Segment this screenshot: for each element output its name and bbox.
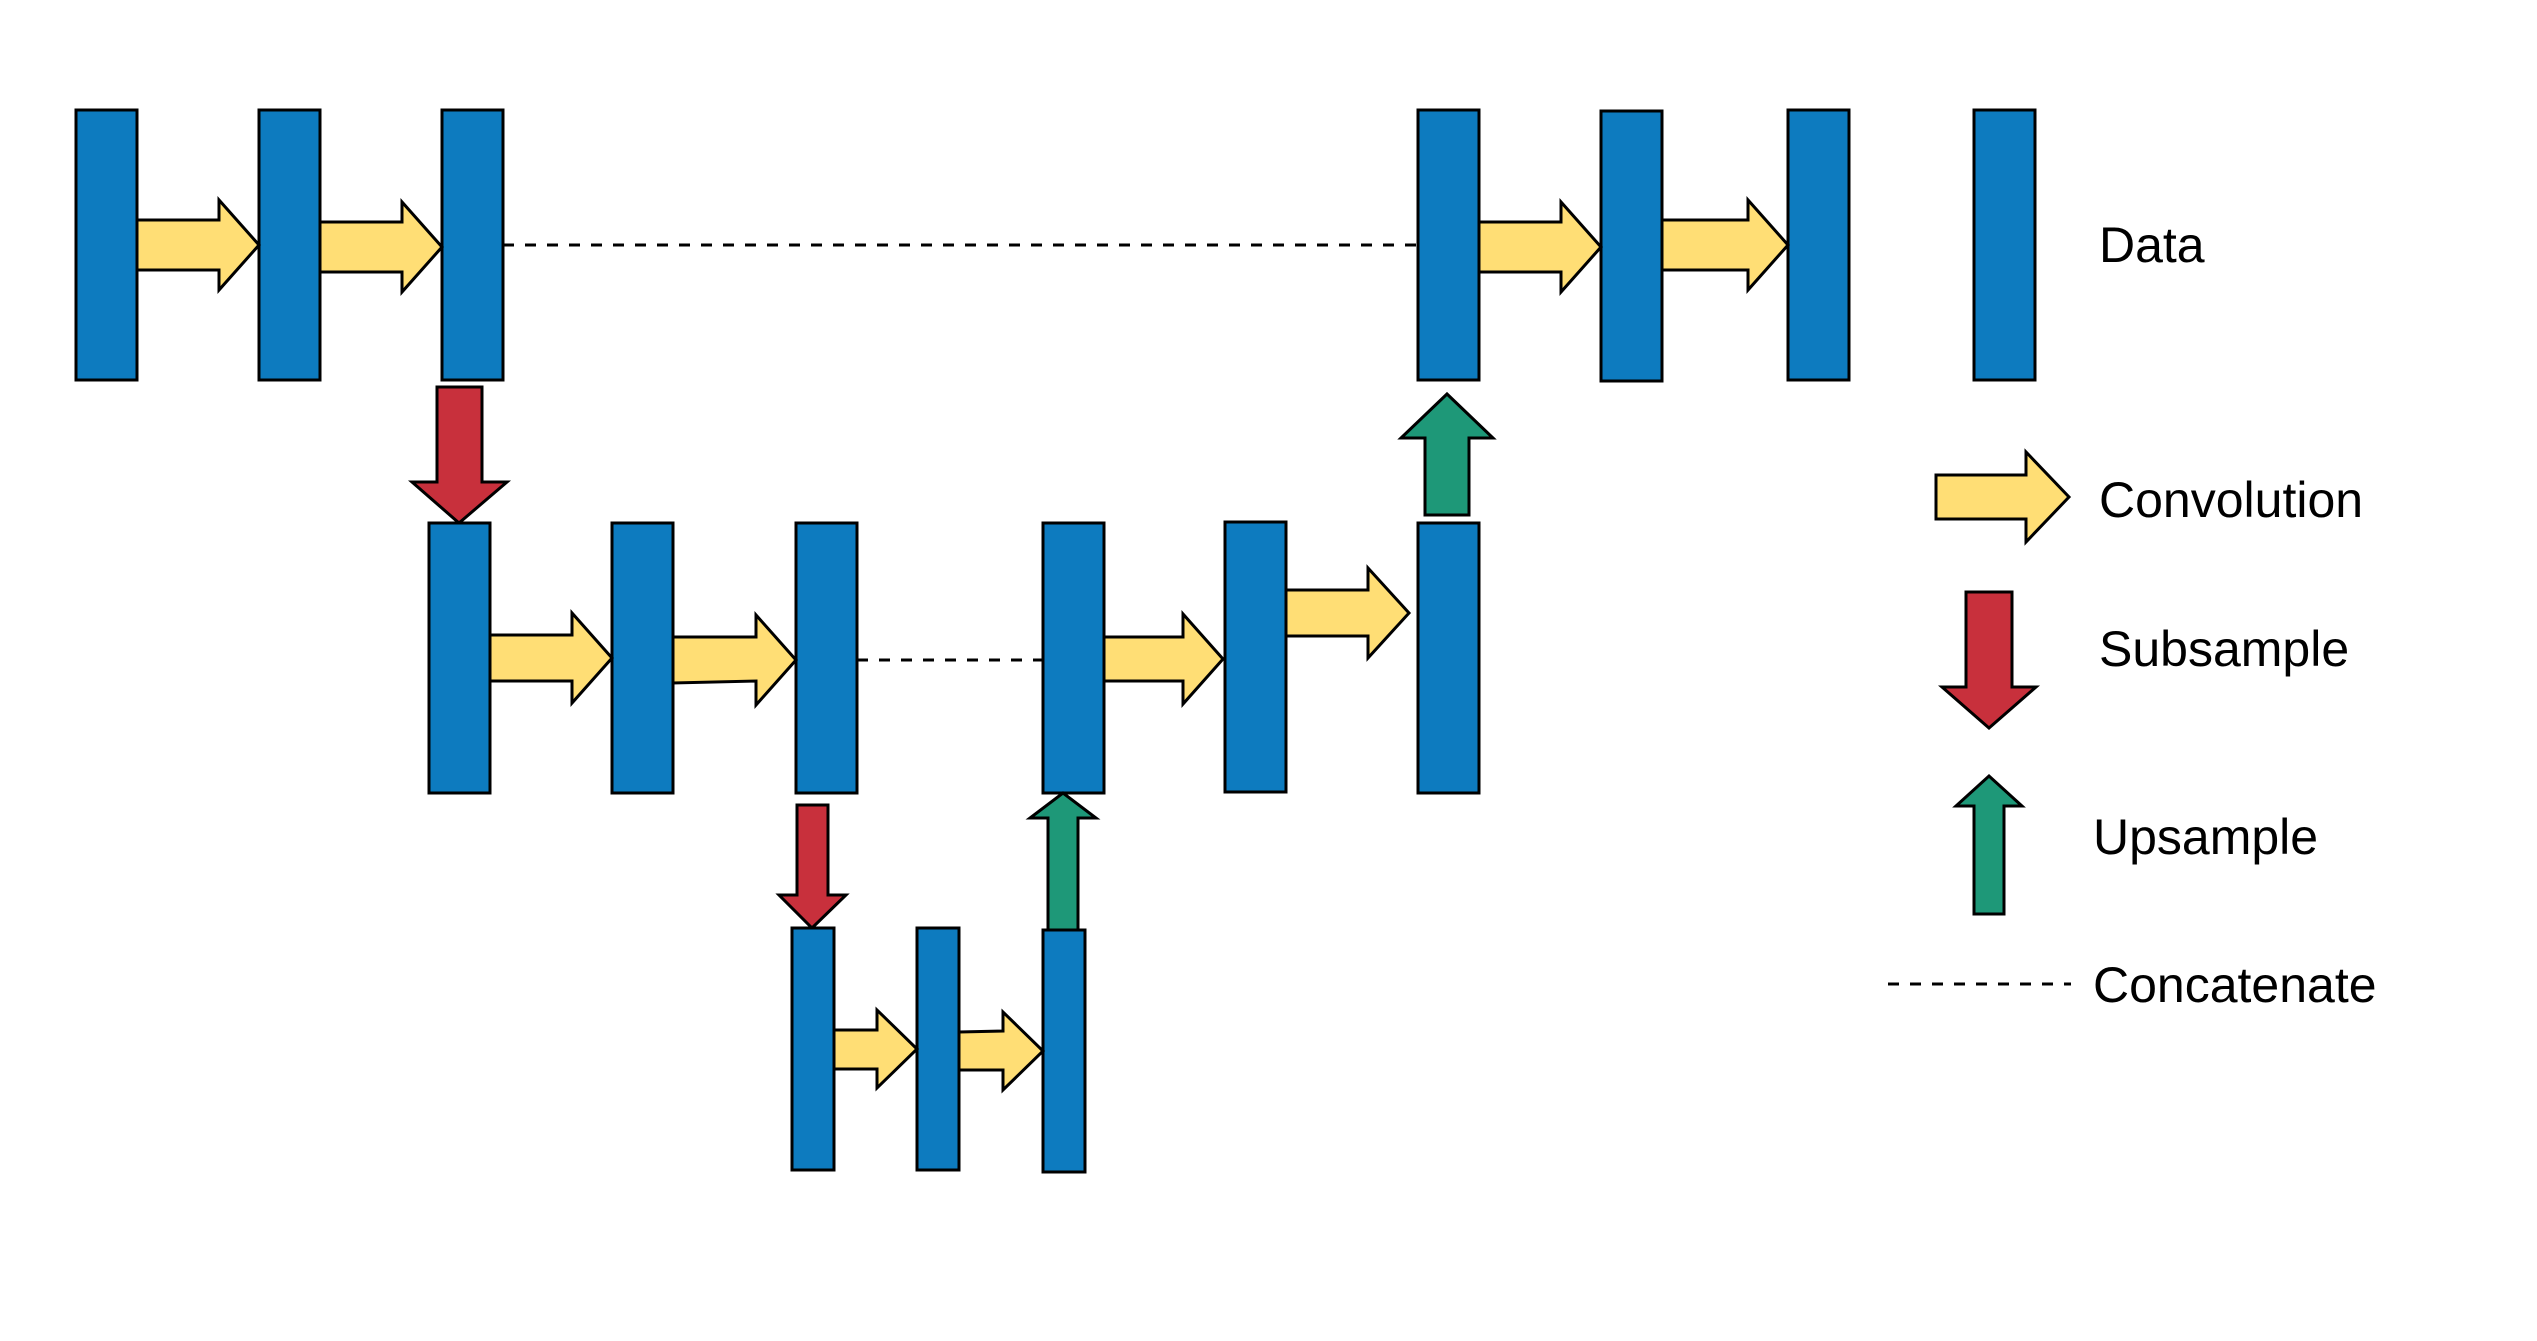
data-block <box>74 108 139 382</box>
legend-label-data: Data <box>2099 217 2205 273</box>
legend-label-convolution: Convolution <box>2099 472 2363 528</box>
level-2-decoder <box>1041 520 1481 795</box>
convolution-arrow <box>671 611 799 709</box>
convolution-arrow <box>1284 564 1412 662</box>
legend-data-swatch <box>1972 108 2037 382</box>
data-block <box>1416 521 1481 795</box>
level-3-bottleneck <box>790 926 1087 1174</box>
level-1-decoder <box>1416 108 1851 383</box>
convolution-arrow <box>318 198 445 296</box>
subsample-arrow <box>775 803 850 931</box>
convolution-arrow <box>832 1006 920 1092</box>
data-block <box>1041 521 1106 795</box>
convolution-arrow <box>1660 196 1791 294</box>
legend-convolution-swatch <box>1934 448 2072 546</box>
data-block <box>1041 928 1087 1174</box>
legend-subsample-swatch <box>1937 590 2041 730</box>
legend-upsample-swatch <box>1952 773 2026 916</box>
convolution-arrow <box>1477 198 1604 296</box>
level-1-encoder <box>74 108 505 382</box>
data-block <box>1786 108 1851 382</box>
subsample-arrow <box>407 385 512 525</box>
upsample-arrow <box>1025 791 1101 932</box>
data-block <box>1599 109 1664 383</box>
convolution-arrow <box>488 609 615 707</box>
data-block <box>427 521 492 795</box>
data-block <box>790 926 836 1172</box>
data-block <box>1223 520 1288 794</box>
data-block <box>257 108 322 382</box>
legend-label-upsample: Upsample <box>2093 809 2318 865</box>
legend-label-concatenate: Concatenate <box>2093 957 2377 1013</box>
legend: Data Convolution Subsample Upsample Conc… <box>1888 108 2377 1013</box>
level-2-encoder <box>427 521 859 795</box>
convolution-arrow <box>135 196 262 294</box>
convolution-arrow <box>1102 610 1226 708</box>
data-block <box>794 521 859 795</box>
convolution-arrow <box>957 1008 1046 1094</box>
data-block <box>915 926 961 1172</box>
upsample-arrow <box>1397 391 1497 517</box>
data-block <box>1416 108 1481 382</box>
data-block <box>610 521 675 795</box>
data-block <box>440 108 505 382</box>
legend-label-subsample: Subsample <box>2099 621 2349 677</box>
